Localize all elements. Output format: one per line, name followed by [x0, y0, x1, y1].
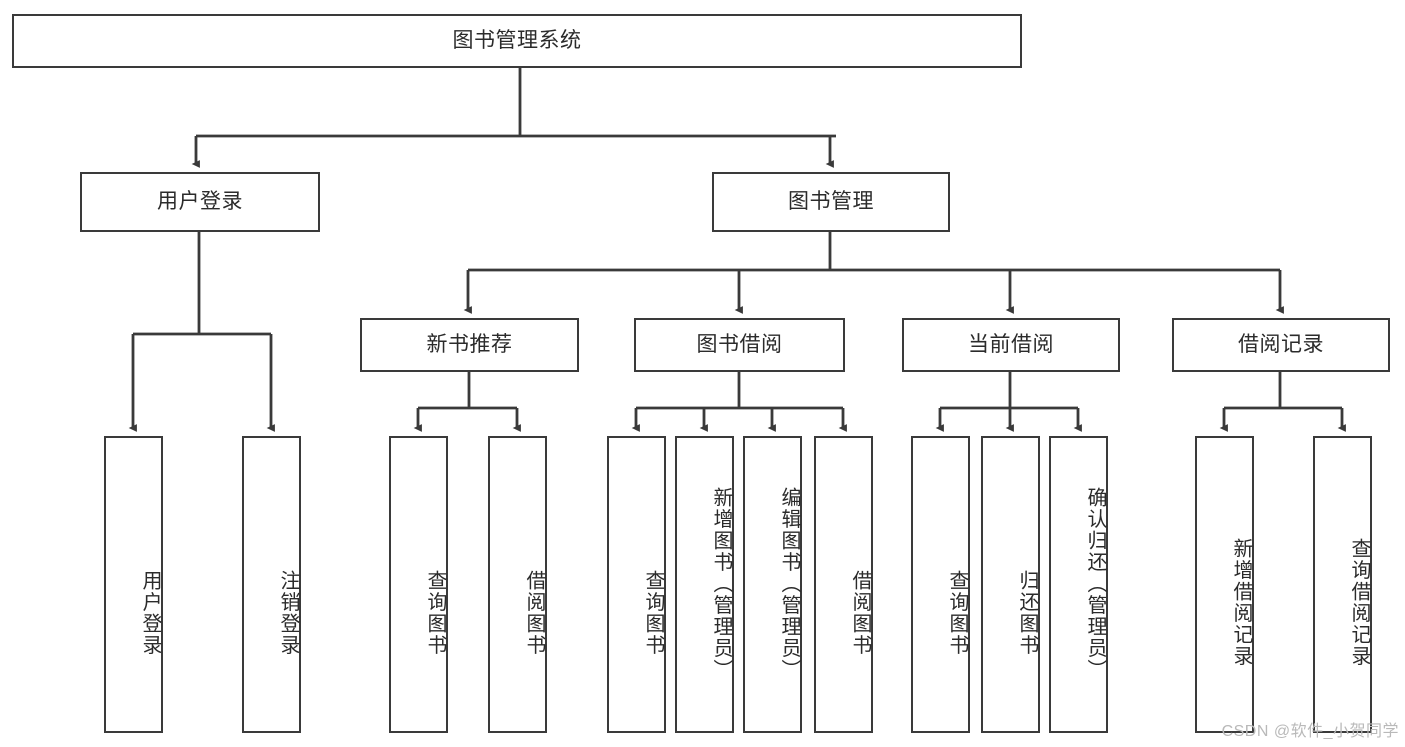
- leaf-add-book-admin[interactable]: 新增图书（管理员）: [675, 436, 734, 733]
- leaf-edit-book-admin[interactable]: 编辑图书（管理员）: [743, 436, 802, 733]
- node-label: 归还图书: [1016, 569, 1038, 656]
- node-label: 图书管理系统: [452, 29, 582, 53]
- node-label: 用户登录: [139, 569, 161, 656]
- node-label: 查询图书: [424, 569, 446, 656]
- node-borrow-record[interactable]: 借阅记录: [1172, 318, 1390, 372]
- node-label: 新增图书（管理员）: [710, 486, 732, 681]
- node-new-book-recommend[interactable]: 新书推荐: [360, 318, 579, 372]
- node-label: 图书管理: [788, 190, 874, 214]
- node-root-system[interactable]: 图书管理系统: [12, 14, 1022, 68]
- node-label: 确认归还（管理员）: [1084, 486, 1106, 681]
- leaf-borrow-book[interactable]: 借阅图书: [814, 436, 873, 733]
- node-label: 查询借阅记录: [1348, 538, 1370, 667]
- node-label: 查询图书: [946, 569, 968, 656]
- leaf-query-book-borrow[interactable]: 查询图书: [607, 436, 666, 733]
- node-label: 用户登录: [157, 190, 243, 214]
- node-label: 借阅图书: [849, 569, 871, 656]
- leaf-query-book-current[interactable]: 查询图书: [911, 436, 970, 733]
- watermark-text: CSDN @软件_小贺同学: [1221, 723, 1399, 740]
- node-label: 查询图书: [642, 569, 664, 656]
- leaf-query-book-recommend[interactable]: 查询图书: [389, 436, 448, 733]
- node-label: 当前借阅: [968, 333, 1054, 357]
- leaf-user-login[interactable]: 用户登录: [104, 436, 163, 733]
- node-current-borrow[interactable]: 当前借阅: [902, 318, 1120, 372]
- leaf-query-borrow-record[interactable]: 查询借阅记录: [1313, 436, 1372, 733]
- node-book-management[interactable]: 图书管理: [712, 172, 950, 232]
- leaf-return-book[interactable]: 归还图书: [981, 436, 1040, 733]
- node-label: 借阅图书: [523, 569, 545, 656]
- leaf-user-logout[interactable]: 注销登录: [242, 436, 301, 733]
- node-label: 借阅记录: [1238, 333, 1324, 357]
- node-label: 编辑图书（管理员）: [778, 486, 800, 681]
- node-label: 新增借阅记录: [1230, 538, 1252, 667]
- leaf-add-borrow-record[interactable]: 新增借阅记录: [1195, 436, 1254, 733]
- node-label: 新书推荐: [426, 333, 513, 357]
- node-label: 注销登录: [277, 569, 299, 656]
- node-user-login[interactable]: 用户登录: [80, 172, 320, 232]
- leaf-borrow-book-recommend[interactable]: 借阅图书: [488, 436, 547, 733]
- node-label: 图书借阅: [696, 333, 783, 357]
- node-book-borrow[interactable]: 图书借阅: [634, 318, 845, 372]
- leaf-confirm-return-admin[interactable]: 确认归还（管理员）: [1049, 436, 1108, 733]
